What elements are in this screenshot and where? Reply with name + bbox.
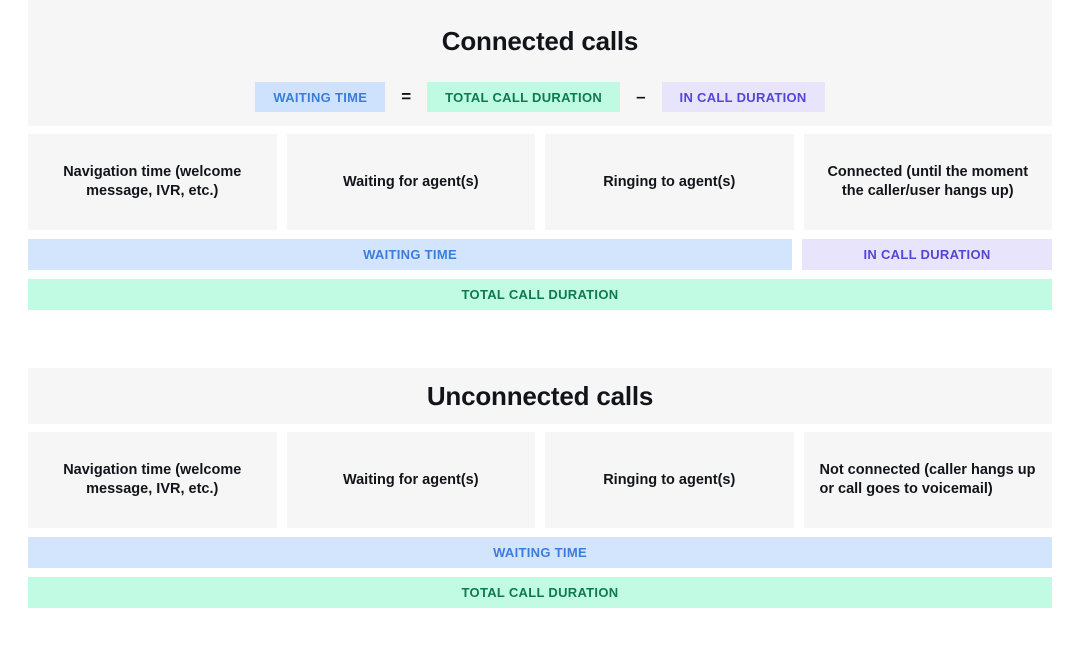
unconnected-segment-waiting-for-agents: Waiting for agent(s): [286, 432, 535, 528]
formula-chip-waiting-time: WAITING TIME: [255, 82, 386, 112]
unconnected-calls-header: Unconnected calls: [28, 368, 1052, 424]
connected-segment-ringing-to-agents: Ringing to agent(s): [545, 134, 794, 230]
segment-label: Waiting for agent(s): [342, 173, 479, 190]
connected-bar-in-call-duration: IN CALL DURATION: [802, 239, 1052, 270]
unconnected-segment-ringing-to-agents: Ringing to agent(s): [545, 432, 794, 528]
formula-minus-operator: –: [636, 87, 646, 106]
connected-calls-title: Connected calls: [441, 26, 639, 56]
unconnected-segment-not-connected: Not connected (caller hangs up or call g…: [803, 432, 1052, 528]
connected-segment-connected: Connected (until the moment the caller/u…: [803, 134, 1052, 230]
segment-label: Waiting for agent(s): [342, 471, 479, 488]
section-spacer: [28, 310, 1052, 368]
connected-total-bar-row: TOTAL CALL DURATION: [28, 279, 1052, 310]
connected-calls-header: Connected calls WAITING TIME = TOTAL CAL…: [28, 0, 1052, 126]
segment-label: Navigation time (welcome message, IVR, e…: [63, 462, 242, 497]
segment-label: Ringing to agent(s): [603, 471, 736, 488]
connected-segments-row: Navigation time (welcome message, IVR, e…: [28, 134, 1052, 230]
formula-chip-total-call-duration: TOTAL CALL DURATION: [427, 82, 621, 112]
segment-label: Connected (until the moment the caller/u…: [827, 164, 1029, 199]
unconnected-calls-section: Unconnected calls Navigation time (welco…: [28, 368, 1052, 608]
connected-segment-navigation-time: Navigation time (welcome message, IVR, e…: [28, 134, 277, 230]
unconnected-total-bar-row: TOTAL CALL DURATION: [28, 577, 1052, 608]
segment-label: Not connected (caller hangs up or call g…: [819, 462, 1036, 497]
unconnected-bar-waiting-time: WAITING TIME: [28, 537, 1052, 568]
connected-bar-total-call-duration: TOTAL CALL DURATION: [28, 279, 1052, 310]
unconnected-segment-navigation-time: Navigation time (welcome message, IVR, e…: [28, 432, 277, 528]
connected-segment-waiting-for-agents: Waiting for agent(s): [286, 134, 535, 230]
formula-chip-in-call-duration: IN CALL DURATION: [661, 82, 825, 112]
connected-duration-bars-row: WAITING TIME IN CALL DURATION: [28, 239, 1052, 270]
waiting-time-formula: WAITING TIME = TOTAL CALL DURATION – IN …: [255, 82, 825, 112]
formula-equals-operator: =: [401, 87, 412, 106]
segment-label: Ringing to agent(s): [603, 173, 736, 190]
unconnected-segments-row: Navigation time (welcome message, IVR, e…: [28, 432, 1052, 528]
unconnected-calls-title: Unconnected calls: [426, 381, 654, 411]
unconnected-bar-total-call-duration: TOTAL CALL DURATION: [28, 577, 1052, 608]
connected-calls-section: Connected calls WAITING TIME = TOTAL CAL…: [28, 0, 1052, 310]
segment-label: Navigation time (welcome message, IVR, e…: [63, 164, 242, 199]
unconnected-waiting-bar-row: WAITING TIME: [28, 537, 1052, 568]
connected-bar-waiting-time: WAITING TIME: [28, 239, 792, 270]
